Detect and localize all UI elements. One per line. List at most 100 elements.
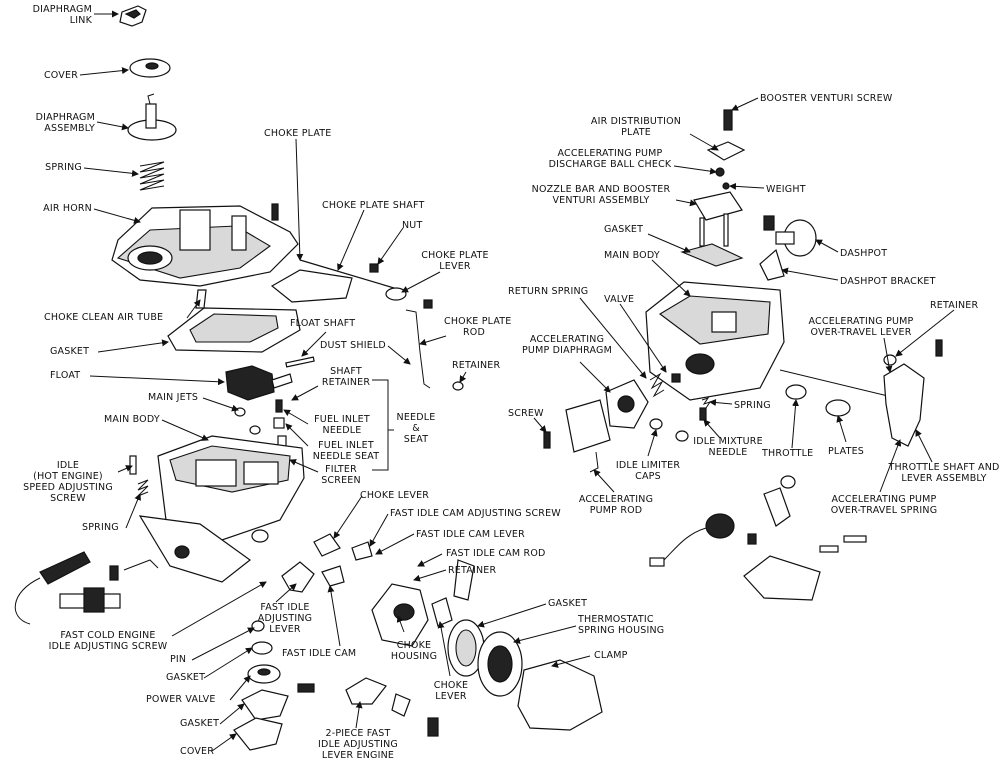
weight-part [722,182,730,190]
fast-idle-cam-rod-part [453,559,475,601]
label-filter-screen: FILTER SCREEN [321,464,361,486]
label-thermostatic-spring-housing: THERMOSTATIC SPRING HOUSING [578,614,665,636]
label-dashpot-bracket: DASHPOT BRACKET [840,276,936,287]
main-jets-part [234,407,261,435]
label-needle-seat: NEEDLE & SEAT [396,412,436,445]
choke-screw-part [423,299,433,309]
label-gasket-left: GASKET [50,346,90,357]
thermostatic-spring-housing-part [477,631,523,697]
dashpot-bracket-part [759,248,785,281]
fast-cold-engine-screw-part [59,559,159,613]
spring-right-part [701,397,712,409]
pump-cover-part [565,399,611,453]
label-fast-idle-cam-rod: FAST IDLE CAM ROD [446,548,546,559]
label-main-body-left: MAIN BODY [104,414,160,425]
throttle-lever-assembly-part [883,363,925,447]
spring-left-part [137,479,149,497]
diaphragm-cover-part [129,58,171,78]
choke-plate-lever-part [385,287,407,301]
label-gasket-right: GASKET [604,224,644,235]
label-fast-idle-cam: FAST IDLE CAM [282,648,357,659]
choke-plate-part [270,269,353,303]
choke-lever-bottom-part [431,597,453,627]
label-weight: WEIGHT [766,184,806,195]
small-screw-right-part [763,215,775,231]
label-accelerating-pump-diaphragm: ACCELERATING PUMP DIAPHRAGM [521,334,613,356]
label-two-piece-lever: 2-PIECE FAST IDLE ADJUSTING LEVER ENGINE [318,728,398,761]
label-valve: VALVE [604,294,635,305]
accelerating-pump-diaphragm-part [605,379,649,429]
label-retainer-right: RETAINER [930,300,979,311]
label-fast-idle-cam-adjusting-screw: FAST IDLE CAM ADJUSTING SCREW [390,508,561,519]
choke-housing-part [371,583,429,647]
solenoid-part [649,513,735,567]
label-float-shaft: FLOAT SHAFT [290,318,356,329]
label-accelerating-pump-rod: ACCELERATING PUMP ROD [578,494,654,516]
gasket-choke-part [447,619,485,677]
label-choke-plate-rod: CHOKE PLATE ROD [444,316,512,338]
ball-check-part [715,167,725,177]
label-main-jets: MAIN JETS [148,392,199,403]
label-power-valve: POWER VALVE [146,694,216,705]
retainer-mid-part [452,381,464,391]
label-throttle: THROTTLE [762,448,814,459]
label-spring-top: SPRING [45,162,82,173]
label-main-body-right: MAIN BODY [604,250,660,261]
bracket-right-part [763,487,791,527]
gasket-right-part [680,243,744,267]
label-fast-idle-cam-lever: FAST IDLE CAM LEVER [416,529,525,540]
choke-lever-top-part [313,533,341,557]
label-choke-lever-top: CHOKE LEVER [360,490,430,501]
idle-mixture-needle-part [699,407,707,421]
screw-right-b-part [843,535,867,543]
label-choke-plate-shaft: CHOKE PLATE SHAFT [322,200,425,211]
label-dashpot: DASHPOT [840,248,888,259]
screw-lower-part [297,683,315,693]
label-idle-mixture-needle: IDLE MIXTURE NEEDLE [693,436,763,458]
label-float: FLOAT [50,370,81,381]
label-gasket-pv: GASKET [166,672,206,683]
valve-part [671,373,681,383]
label-choke-lever-bottom: CHOKE LEVER [433,680,469,702]
nut-part [369,263,379,273]
idle-speed-screw-part [129,455,137,475]
leader-lines [79,10,955,752]
float-shaft-part [285,356,315,368]
return-spring-part [649,372,665,398]
label-spring-left: SPRING [82,522,119,533]
label-throttle-shaft-lever-assembly: THROTTLE SHAFT AND LEVER ASSEMBLY [888,462,1000,484]
nozzle-bar-part [693,191,743,247]
label-gasket-bottom: GASKET [180,718,220,729]
main-body-left-part [138,435,305,583]
label-choke-clean-air-tube: CHOKE CLEAN AIR TUBE [44,312,164,323]
bracket-plate-right-part [743,555,821,601]
label-air-horn: AIR HORN [43,203,92,214]
label-idle-limiter-caps: IDLE LIMITER CAPS [615,460,681,482]
label-diaphragm-assembly: DIAPHRAGM ASSEMBLY [35,112,95,134]
power-valve-part [247,664,281,684]
label-choke-housing: CHOKE HOUSING [390,640,438,662]
label-fuel-inlet-needle: FUEL INLET NEEDLE [314,414,370,436]
label-air-distribution-plate: AIR DISTRIBUTION PLATE [590,116,682,138]
label-idle-speed-screw: IDLE (HOT ENGINE) SPEED ADJUSTING SCREW [23,460,113,504]
label-booster-venturi-screw: BOOSTER VENTURI SCREW [760,93,893,104]
float-part [225,365,293,401]
label-dust-shield: DUST SHIELD [320,340,386,351]
diaphragm-assembly-part [127,93,177,141]
choke-plate-rod-part [405,309,431,389]
idle-limiter-cap-a-part [649,418,663,430]
label-clamp: CLAMP [594,650,628,661]
gasket-left-part [167,307,301,353]
pin-part [251,620,265,632]
accelerating-pump-rod-part [589,451,599,473]
label-cover-top: COVER [43,70,78,81]
two-piece-lever-part [345,677,387,705]
clamp-part [517,659,603,731]
main-body-right-part [645,281,785,401]
label-screw: SCREW [508,408,544,419]
diaphragm-link-part [119,5,147,27]
air-distribution-plate-part [706,141,746,161]
screw-right-part [543,431,551,449]
label-return-spring: RETURN SPRING [508,286,589,297]
